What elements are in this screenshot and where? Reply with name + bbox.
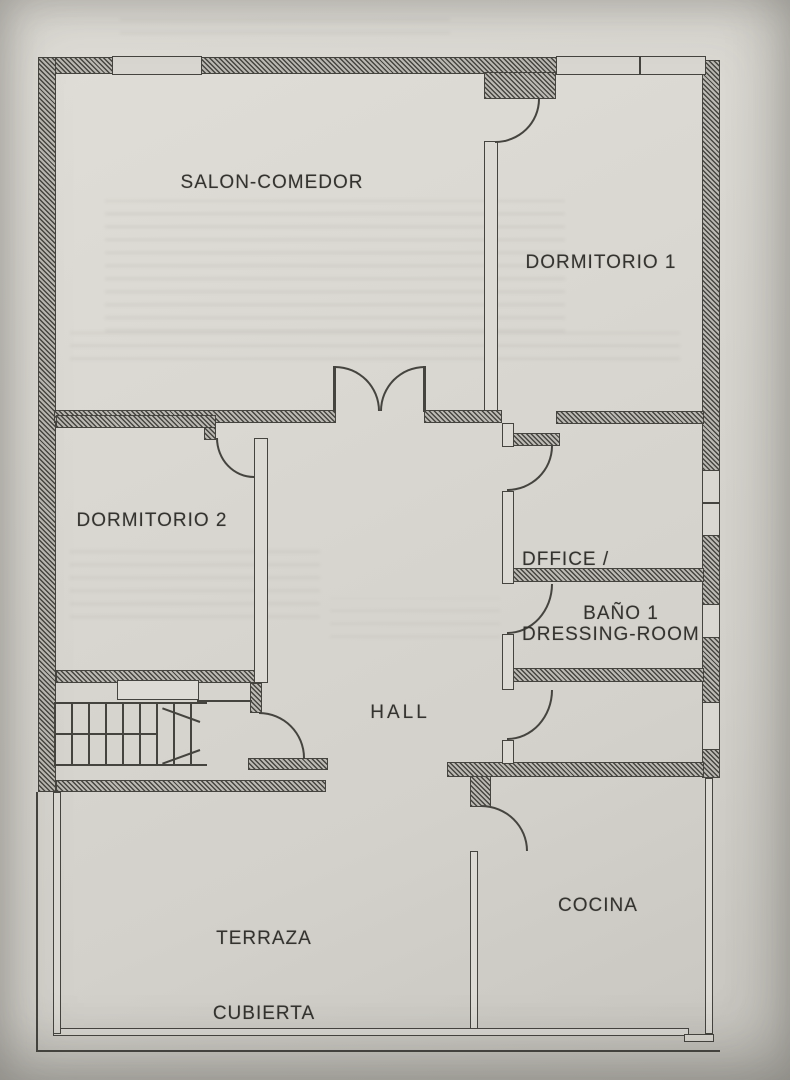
door-arc-storage-room bbox=[507, 690, 553, 740]
bleed-through-texture bbox=[330, 598, 500, 638]
exterior-wall-left bbox=[38, 57, 56, 792]
wall-salon-bottom-east bbox=[424, 410, 502, 423]
window-dormitorio1-top-b bbox=[640, 56, 706, 75]
double-door-arc-salon-left bbox=[335, 366, 380, 411]
partition-dormitorio2-east bbox=[254, 438, 268, 683]
wall-dormitorio1-bottom bbox=[556, 411, 704, 424]
door-arc-office bbox=[507, 446, 553, 491]
room-label-dormitorio-2: DORMITORIO 2 bbox=[76, 510, 228, 531]
window-dormitorio1-top-a bbox=[556, 56, 640, 75]
window-storage-right bbox=[702, 702, 720, 750]
stairs-center-line bbox=[54, 733, 158, 735]
wall-dormitorio2-top bbox=[56, 415, 216, 428]
wall-dormitorio1-door-lintel bbox=[484, 72, 556, 99]
room-label-office-dressing-room: DFFICE / DRESSING-ROOM bbox=[522, 497, 700, 697]
exterior-wall-top bbox=[40, 57, 704, 74]
wall-bano1-bottom bbox=[502, 668, 704, 682]
wall-terraza-top bbox=[56, 780, 326, 792]
wall-office-door-lintel bbox=[502, 433, 560, 446]
office-label-line2: DRESSING-ROOM bbox=[522, 624, 700, 645]
room-label-terraza-cubierta: TERRAZA CUBIERTA bbox=[213, 876, 315, 1076]
office-label-line1: DFFICE / bbox=[522, 549, 610, 570]
exterior-wall-right bbox=[702, 60, 720, 778]
staircase-landing-edge bbox=[197, 700, 252, 702]
window-salon-top bbox=[112, 56, 202, 75]
corridor-wall-seg1 bbox=[502, 423, 514, 447]
corridor-wall-seg3 bbox=[502, 634, 514, 690]
partition-cocina-west bbox=[470, 851, 478, 1032]
wall-dormitorio2-door-jamb bbox=[204, 427, 216, 440]
corridor-wall-seg4 bbox=[502, 740, 514, 764]
partition-salon-dormitorio1 bbox=[484, 141, 498, 411]
bleed-through-texture bbox=[120, 8, 450, 34]
double-door-leaf-left bbox=[333, 366, 336, 412]
stair-head-closet bbox=[117, 680, 199, 700]
plot-line-bottom bbox=[36, 1050, 720, 1052]
plot-line-left bbox=[36, 792, 38, 1052]
entrance-door-arc bbox=[259, 712, 305, 758]
wall-entry-door-sill bbox=[248, 758, 328, 770]
room-label-bano-1: BAÑO 1 bbox=[583, 603, 659, 624]
door-arc-cocina bbox=[481, 805, 528, 851]
wall-bottom-step bbox=[684, 1034, 714, 1042]
corridor-wall-seg2 bbox=[502, 491, 514, 584]
window-mullion bbox=[703, 502, 719, 504]
bleed-through-texture bbox=[70, 332, 680, 360]
room-label-hall: HALL bbox=[370, 702, 430, 723]
wall-cocina-door-stub bbox=[470, 776, 491, 807]
door-arc-dormitorio2 bbox=[216, 438, 254, 478]
wall-hall-bottom bbox=[447, 762, 704, 777]
door-arc-dormitorio1 bbox=[495, 99, 540, 143]
terraza-label-line2: CUBIERTA bbox=[212, 1003, 316, 1024]
wall-cocina-east bbox=[705, 778, 713, 1034]
window-bano1-right bbox=[702, 604, 720, 638]
double-door-arc-salon-right bbox=[380, 366, 425, 411]
room-label-cocina: COCINA bbox=[558, 895, 638, 916]
wall-entry-door-jamb bbox=[250, 683, 262, 713]
terraza-label-line1: TERRAZA bbox=[216, 928, 312, 949]
room-label-salon-comedor: SALON-COMEDOR bbox=[180, 172, 364, 193]
bleed-through-texture bbox=[70, 548, 320, 618]
wall-terraza-west bbox=[53, 792, 61, 1034]
wall-bottom bbox=[53, 1028, 689, 1036]
room-label-dormitorio-1: DORMITORIO 1 bbox=[525, 252, 677, 273]
